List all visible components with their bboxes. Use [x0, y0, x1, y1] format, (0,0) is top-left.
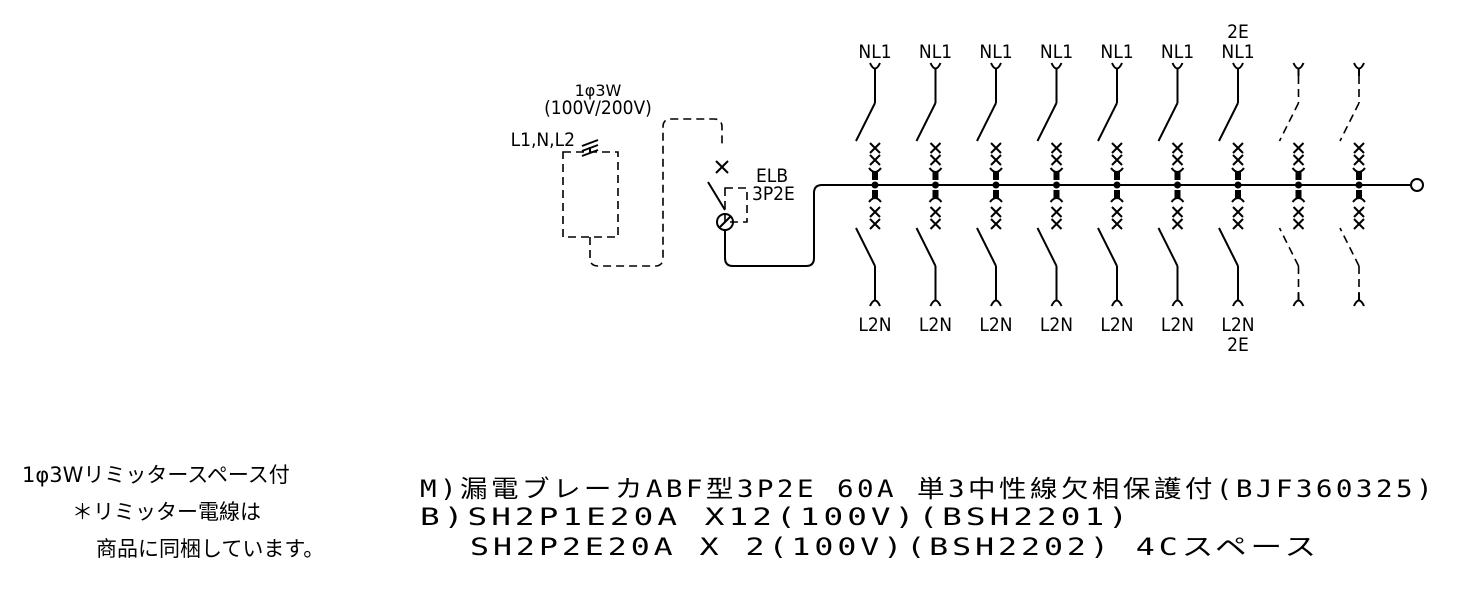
main-breaker-symbol: [707, 160, 1424, 267]
branch-breaker: [1339, 62, 1366, 307]
spec-line-1: M)漏電ブレーカABF型3P2E 60A 単3中性線欠相保護付(BJF36032…: [420, 475, 1436, 503]
main-breaker-name: ELB: [756, 165, 788, 187]
three-wire-mark: [581, 139, 599, 157]
spec-line-2: B)SH2P1E20A X12(100V)(BSH2201): [420, 503, 1132, 531]
spec-line-3: SH2P2E20A X 2(100V)(BSH2202) 4Cスペース: [470, 533, 1320, 561]
branch-top-label: NL1: [1040, 41, 1073, 63]
branch-bottom-label: L2N: [1161, 314, 1194, 336]
supply-voltage-label: (100V/200V): [544, 97, 652, 119]
branch-top-label: NL1: [1100, 41, 1133, 63]
branch-bottom-extra-label: 2E: [1227, 334, 1249, 356]
branch-top-label: NL1: [979, 41, 1012, 63]
branch-breaker: [1278, 62, 1306, 307]
branch-top-label: NL1: [1221, 41, 1254, 63]
branch-top-label: NL1: [1161, 41, 1194, 63]
branch-bottom-label: L2N: [858, 314, 891, 336]
supply-lines-label: L1,N,L2: [511, 129, 575, 151]
branch-bottom-label: L2N: [919, 314, 952, 336]
note-line-3: 商品に同梱しています。: [96, 537, 324, 561]
branch-top-label: NL1: [919, 41, 952, 63]
branch-bottom-label: L2N: [1100, 314, 1133, 336]
limiter-wire: [589, 118, 723, 267]
limiter-space-box: [562, 151, 619, 238]
branch-bottom-label: L2N: [1221, 314, 1254, 336]
note-line-1: 1φ3Wリミッタースペース付: [22, 463, 290, 487]
branch-breakers: NL1L2NNL1L2NNL1L2NNL1L2NNL1L2NNL1L2NNL12…: [855, 21, 1366, 356]
branch-bottom-label: L2N: [979, 314, 1012, 336]
branch-bottom-label: L2N: [1040, 314, 1073, 336]
supply-phase-label: 1φ3W: [575, 81, 622, 100]
note-line-2: ＊リミッター電線は: [72, 500, 261, 524]
branch-top-label: NL1: [858, 41, 891, 63]
main-breaker-type: 3P2E: [752, 183, 795, 205]
branch-top-extra-label: 2E: [1227, 21, 1249, 43]
